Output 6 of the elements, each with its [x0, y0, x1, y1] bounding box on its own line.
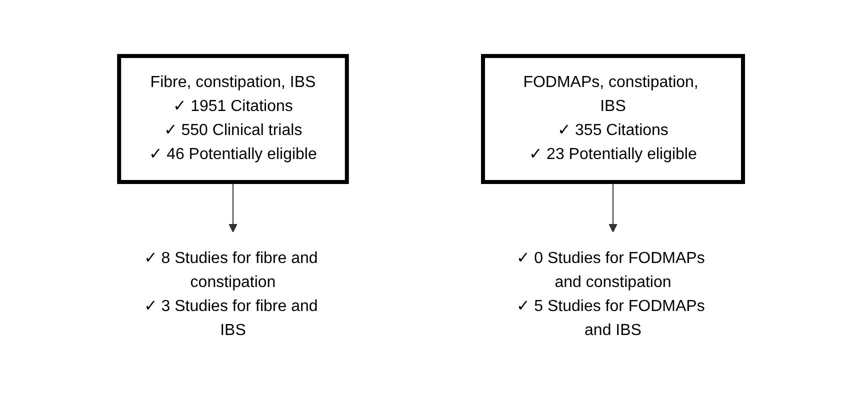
node-box: Fibre, constipation, IBS ✓ 1951 Citations ✓ 550 Clinical trials ✓ 46 Potentially eligible	[117, 54, 349, 184]
node-text: ✓ 8 Studies for fibre and constipation ✓ 3 Studies for fibre and IBS	[144, 250, 318, 338]
node-text: ✓ 0 Studies for FODMAPs and constipation ✓ 5 Studies for FODMAPs and IBS	[516, 250, 705, 338]
arrow	[228, 181, 238, 232]
node-box: FODMAPs, constipation, IBS ✓ 355 Citations ✓ 23 Potentially eligible	[481, 54, 745, 184]
arrow	[608, 181, 618, 232]
